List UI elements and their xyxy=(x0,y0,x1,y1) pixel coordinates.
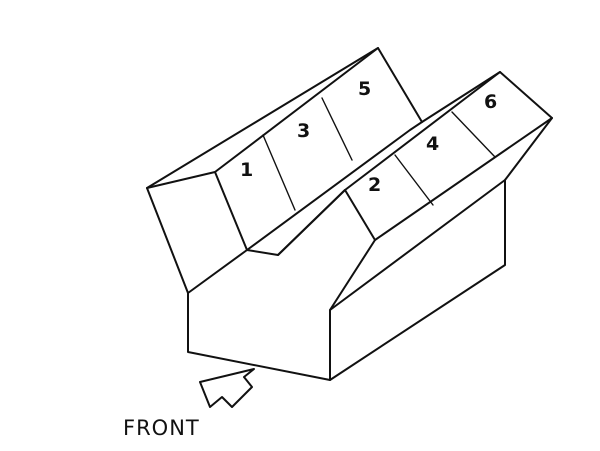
right-bank-divider-2-4 xyxy=(394,154,434,206)
left-bank-front-face xyxy=(214,171,248,251)
cylinder-label-2: 2 xyxy=(368,174,381,196)
front-label: FRONT xyxy=(123,416,200,440)
cylinder-label-5: 5 xyxy=(358,78,371,100)
front-face-v-edge xyxy=(187,189,376,381)
left-bank-divider-3-5 xyxy=(321,97,353,161)
right-bank-top-ridge xyxy=(344,71,501,191)
right-bank-outer-edge xyxy=(374,117,553,241)
left-bank-valley-edge xyxy=(277,189,346,256)
left-bank-lower-edge xyxy=(246,121,423,251)
left-bank-divider-1-3 xyxy=(262,134,296,211)
right-bank-divider-4-6 xyxy=(451,111,496,158)
cylinder-label-1: 1 xyxy=(240,159,253,181)
right-bank-lower-face xyxy=(329,179,506,311)
cylinder-label-4: 4 xyxy=(426,133,439,155)
cylinder-label-6: 6 xyxy=(484,91,497,113)
direction-arrow-icon xyxy=(199,368,255,408)
cylinder-label-3: 3 xyxy=(297,120,310,142)
